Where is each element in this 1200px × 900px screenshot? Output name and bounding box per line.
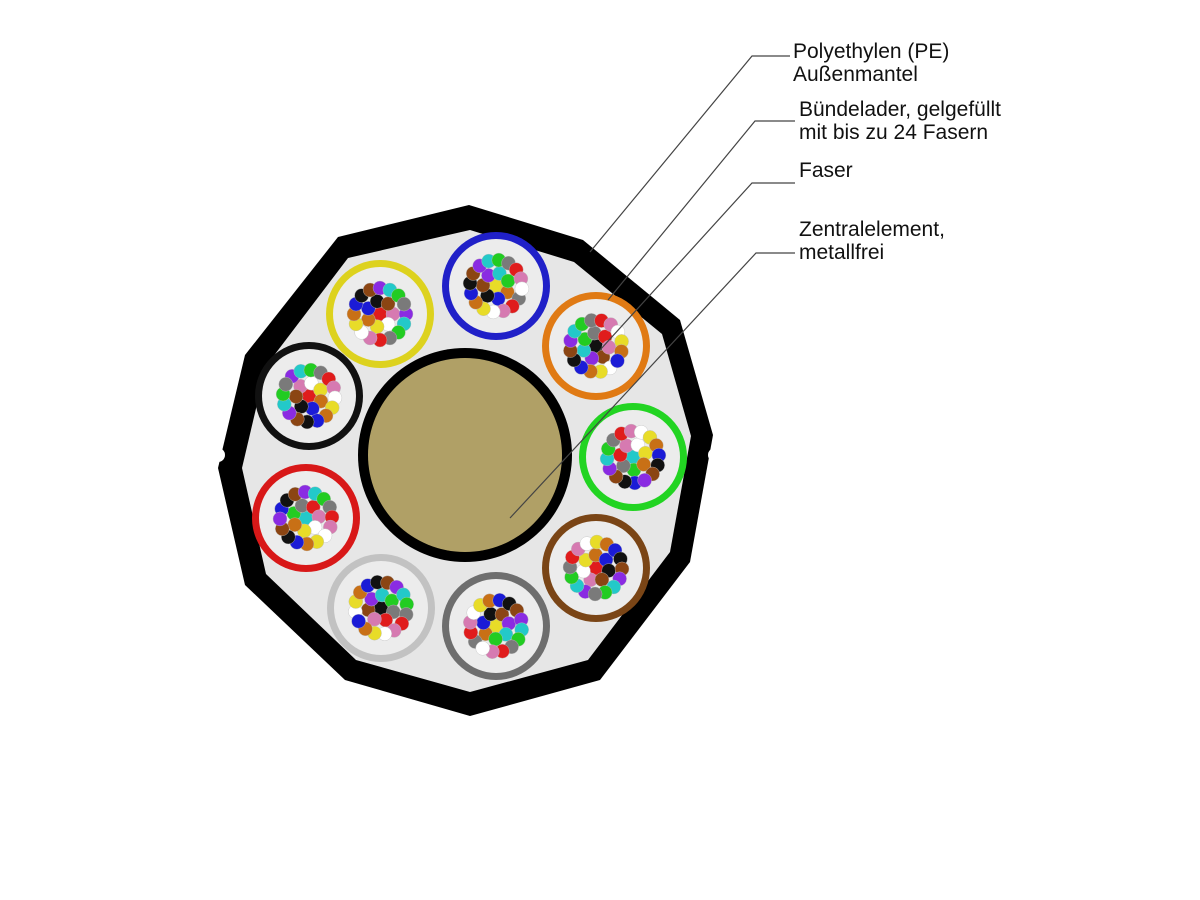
- black-tube: [255, 342, 363, 450]
- fiber: [278, 377, 293, 392]
- fiber: [587, 586, 603, 602]
- fiber: [610, 353, 625, 368]
- jacket-notch-right: [708, 448, 722, 462]
- central-member: [368, 358, 562, 552]
- label-central-member: Zentralelement, metallfrei: [799, 218, 951, 264]
- leader-line-central-member: [509, 252, 795, 519]
- fiber: [351, 614, 366, 629]
- label-buffer-tube: Bündelader, gelgefüllt mit bis zu 24 Fas…: [799, 98, 1007, 144]
- fiber: [488, 631, 503, 647]
- orange-tube: [542, 292, 650, 400]
- label-outer-jacket: Polyethylen (PE) Außenmantel: [793, 40, 955, 86]
- fiber: [288, 389, 304, 404]
- leader-line-buffer-tube: [607, 120, 795, 301]
- buffer-tubes: [252, 232, 687, 680]
- label-outer-jacket-line-1: Polyethylen (PE): [793, 40, 949, 63]
- jacket-notch-left: [211, 448, 225, 462]
- fiber: [500, 273, 516, 289]
- green-tube: [579, 403, 687, 511]
- red-tube: [252, 464, 360, 572]
- leader-line-fiber: [599, 182, 795, 351]
- label-central-member-line-2: metallfrei: [799, 241, 884, 264]
- label-outer-jacket-line-2: Außenmantel: [793, 63, 918, 86]
- label-buffer-tube-line-1: Bündelader, gelgefüllt: [799, 98, 1001, 121]
- fiber: [594, 572, 610, 587]
- label-buffer-tube-line-2: mit bis zu 24 Fasern: [799, 121, 988, 144]
- fiber: [287, 517, 302, 532]
- leader-line-outer-jacket: [589, 55, 790, 253]
- fiber: [475, 641, 490, 656]
- label-central-member-line-1: Zentralelement,: [799, 218, 945, 241]
- blue-tube: [442, 232, 550, 340]
- brown-tube: [542, 514, 650, 622]
- fiber: [272, 511, 288, 527]
- fiber: [601, 340, 617, 355]
- lightgray-tube: [327, 554, 435, 662]
- label-fiber-line-1: Faser: [799, 159, 853, 182]
- leader-lines: [509, 55, 795, 519]
- fiber: [396, 296, 412, 312]
- fiber: [514, 281, 530, 296]
- fiber: [637, 473, 652, 488]
- gray-tube: [442, 572, 550, 680]
- yellow-tube: [326, 260, 434, 368]
- label-fiber: Faser: [799, 159, 853, 182]
